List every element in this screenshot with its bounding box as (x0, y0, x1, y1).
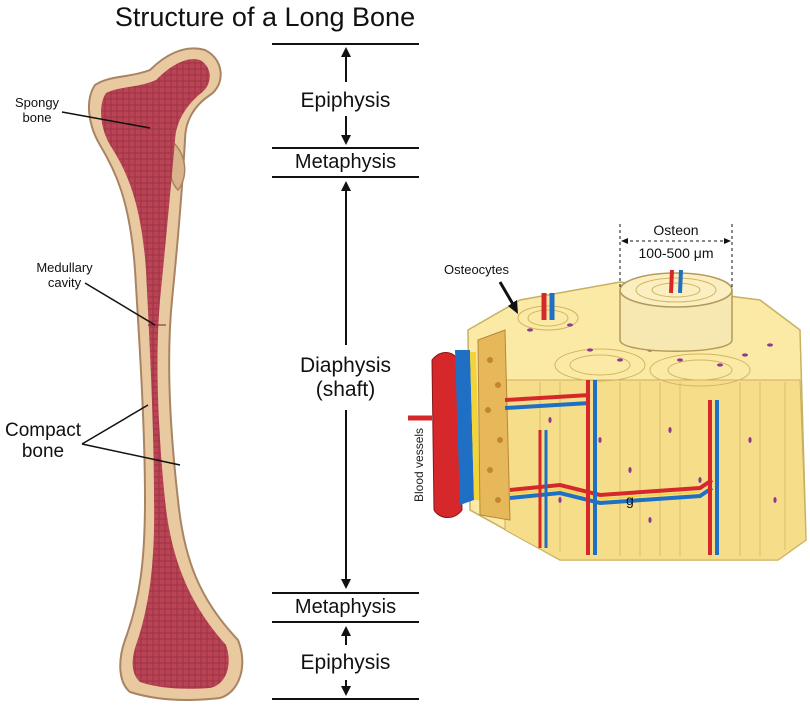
main-artery (431, 352, 463, 518)
blood-vessels-label: Blood vessels (412, 427, 426, 502)
volkmann-canal-3 (509, 478, 714, 498)
volkmann-canal-4 (509, 486, 714, 506)
yellow-nerve (470, 352, 480, 500)
compact-bone-block (408, 269, 807, 561)
diagram-title: Structure of a Long Bone (114, 2, 416, 32)
diaphysis-label: Diaphysis (shaft) (272, 354, 419, 402)
spongy-bone-label-line-1: Spongy (14, 95, 60, 110)
diaphysis-arrow (341, 181, 351, 589)
medullary-cavity-label-line-1: Medullary (36, 260, 93, 275)
compact-leader-2 (81, 443, 181, 466)
g-label: g (626, 492, 634, 508)
spongy-interface (477, 329, 511, 521)
compact-bone-label: Compact bone (0, 420, 86, 462)
diaphysis-label-line-2: (shaft) (315, 378, 376, 401)
main-vein (455, 350, 474, 505)
osteon-label: Osteon (653, 222, 699, 238)
spongy-bone-label: Spongy bone (8, 95, 66, 125)
osteon-size-label: 100-500 μm (638, 245, 714, 261)
volkmann-canal-2 (504, 401, 591, 410)
metaphysis-bottom-label: Metaphysis (294, 596, 397, 618)
osteocytes-pointer (498, 281, 518, 314)
diaphysis-label-line-1: Diaphysis (299, 354, 392, 377)
medullary-cavity-label-line-2: cavity (47, 275, 82, 290)
block-front-face (504, 379, 807, 561)
volkmann-canal-1 (504, 393, 591, 402)
osteon-dimension (619, 224, 733, 290)
spongy-bone-label-line-2: bone (22, 110, 52, 125)
compact-leader-1 (81, 404, 149, 445)
compact-bone-label-line-2: bone (21, 441, 65, 462)
osteocytes-label: Osteocytes (444, 262, 510, 277)
epiphysis-top-label: Epiphysis (300, 89, 391, 112)
epiphysis-top-arrow (341, 47, 351, 145)
epiphysis-bottom-arrow (341, 626, 351, 696)
spongy-bone-leader (61, 111, 151, 129)
epiphysis-bottom-label: Epiphysis (300, 651, 391, 674)
bone-outer-shape (88, 47, 244, 701)
medullary-cavity-label: Medullary cavity (27, 260, 102, 290)
medullary-leader (84, 282, 156, 326)
compact-bone-label-line-1: Compact (4, 420, 82, 441)
osteon-cylinder (619, 269, 733, 352)
volkmann-canal-5 (509, 488, 701, 500)
metaphysis-top-label: Metaphysis (294, 151, 397, 173)
